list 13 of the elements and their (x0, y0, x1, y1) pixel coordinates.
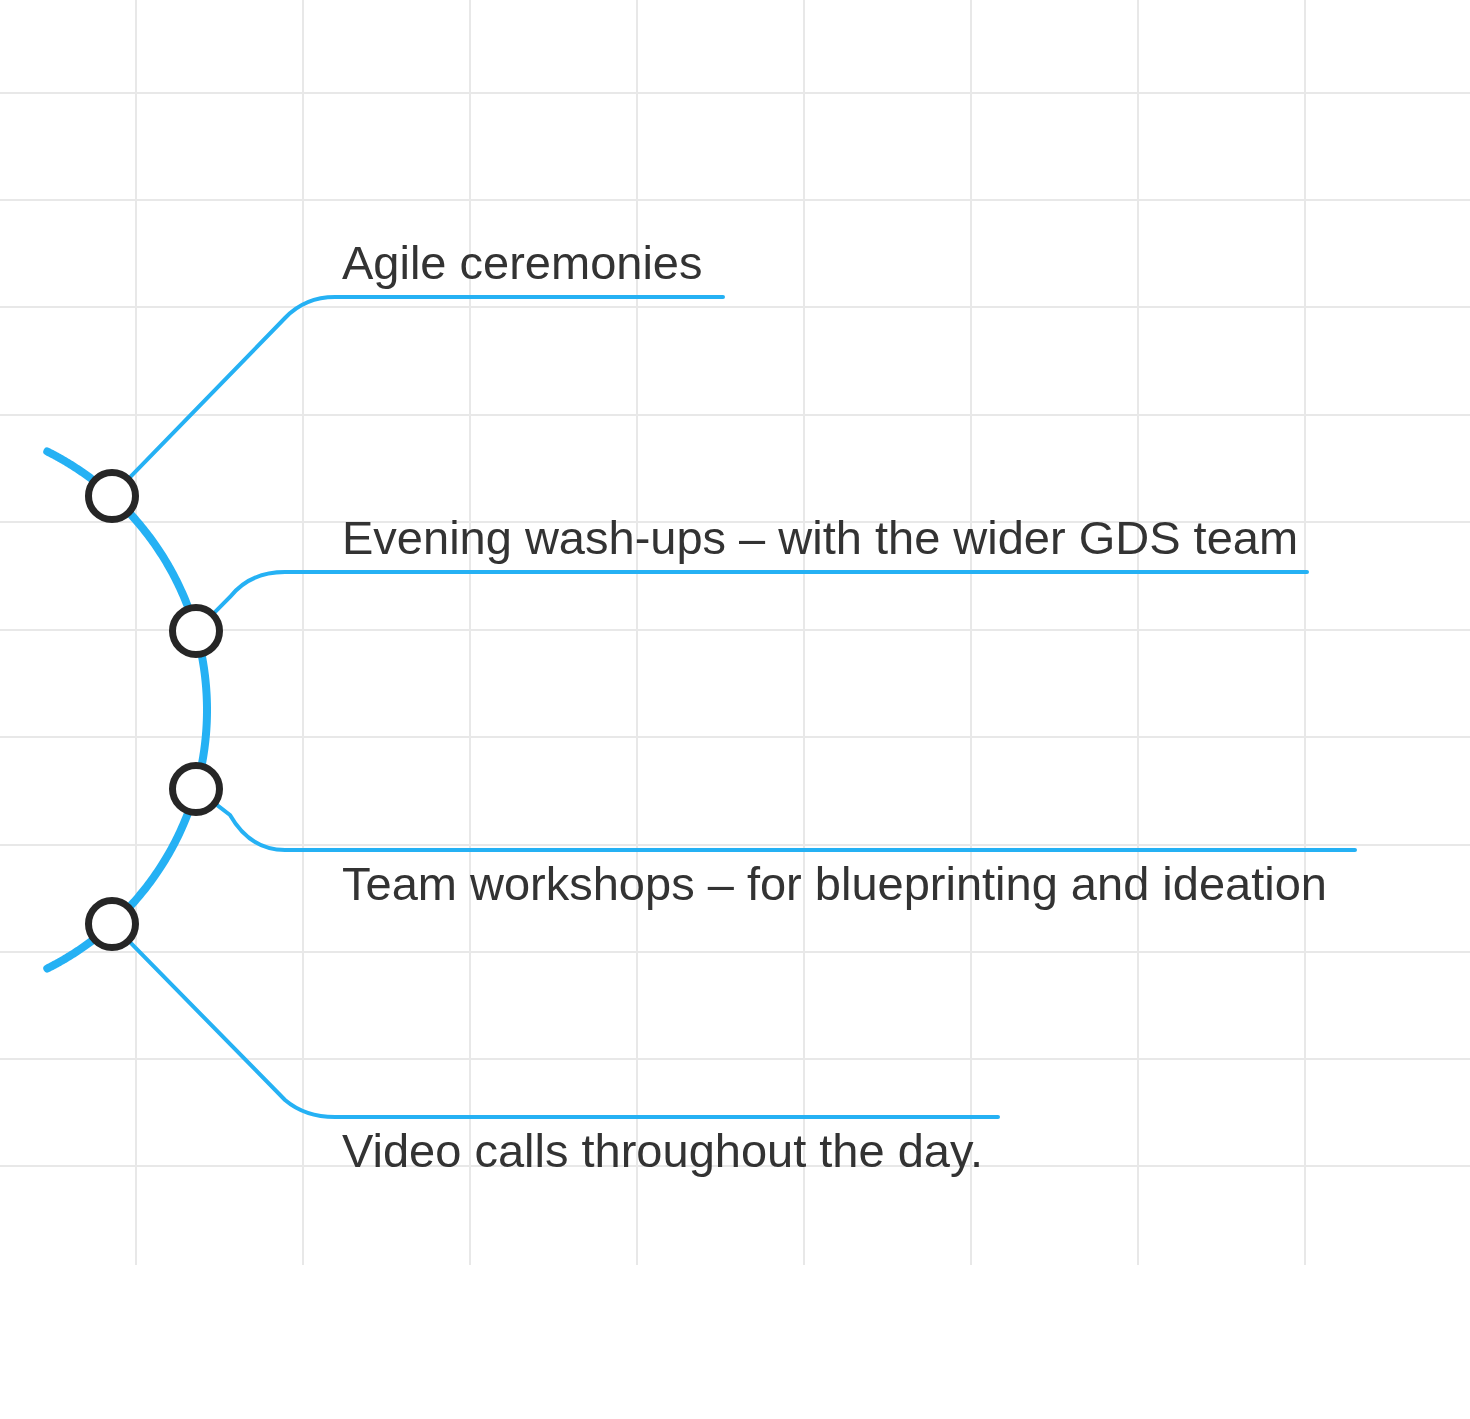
branch-label: Team workshops – for blueprinting and ideation (342, 858, 1327, 910)
junction-circle (85, 897, 140, 952)
branch-line (127, 939, 1000, 1119)
branch-label: Evening wash-ups – with the wider GDS team (342, 512, 1299, 564)
branch-line (211, 570, 1309, 616)
branch-label: Agile ceremonies (342, 237, 703, 289)
junction-circle (84, 468, 139, 523)
branch-line (127, 295, 725, 480)
junction-circle (168, 603, 223, 658)
timeline-arc (43, 447, 96, 483)
branch-label: Video calls throughout the day. (342, 1125, 984, 1177)
timeline-arc (43, 937, 96, 973)
junction-circle (168, 762, 223, 817)
